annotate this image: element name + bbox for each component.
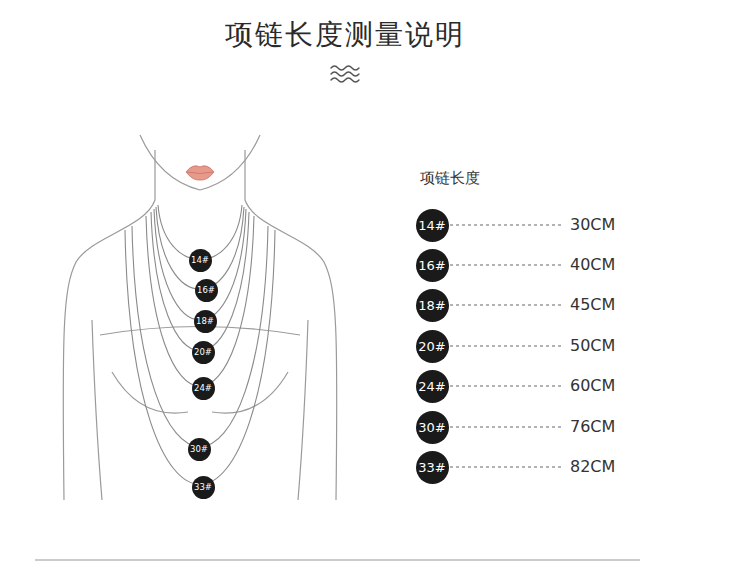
necklace-chain — [151, 212, 249, 351]
necklace-chain — [156, 207, 244, 289]
size-number: 33# — [418, 461, 445, 474]
necklace-chain — [125, 230, 275, 484]
size-number: 14# — [418, 219, 445, 232]
body-outline — [63, 135, 337, 500]
size-number: 33# — [194, 483, 212, 492]
legend-heading: 项链长度 — [420, 169, 480, 187]
size-number: 16# — [418, 259, 445, 272]
size-number: 16# — [197, 286, 215, 295]
length-badge: 14# — [189, 249, 212, 272]
size-number: 14# — [191, 256, 209, 265]
necklace-chain — [154, 209, 246, 320]
size-number: 20# — [418, 340, 445, 353]
length-badge: 20# — [192, 341, 215, 364]
length-badge: 24# — [192, 377, 215, 400]
legend-badge: 16# — [416, 249, 449, 282]
length-value: 30CM — [570, 215, 615, 234]
length-value: 50CM — [570, 336, 615, 355]
necklace-chain — [146, 216, 254, 386]
lips — [186, 166, 214, 180]
size-number: 24# — [418, 380, 445, 393]
necklace-lines — [125, 205, 275, 484]
size-number: 30# — [418, 421, 445, 434]
length-badge: 18# — [194, 310, 217, 333]
necklace-chain — [132, 226, 268, 447]
size-number: 30# — [190, 445, 208, 454]
title: 项链长度测量说明 — [225, 18, 465, 52]
length-value: 45CM — [570, 295, 615, 314]
length-badge: 33# — [192, 476, 215, 499]
size-number: 24# — [194, 384, 212, 393]
legend-badge: 33# — [416, 451, 449, 484]
legend-badge: 14# — [416, 209, 449, 242]
size-number: 18# — [196, 317, 214, 326]
wave-ornament — [331, 66, 359, 82]
lips-line — [187, 172, 213, 174]
legend-badge: 18# — [416, 289, 449, 322]
bottom-rule — [35, 560, 640, 561]
length-value: 76CM — [570, 417, 615, 436]
length-value: 40CM — [570, 255, 615, 274]
legend-badge: 20# — [416, 330, 449, 363]
length-value: 60CM — [570, 376, 615, 395]
length-badge: 16# — [195, 279, 218, 302]
legend-badge: 30# — [416, 411, 449, 444]
length-badge: 30# — [188, 438, 211, 461]
size-number: 20# — [194, 348, 212, 357]
dashed-leaders — [450, 225, 563, 467]
legend-badge: 24# — [416, 370, 449, 403]
length-value: 82CM — [570, 457, 615, 476]
size-number: 18# — [418, 299, 445, 312]
